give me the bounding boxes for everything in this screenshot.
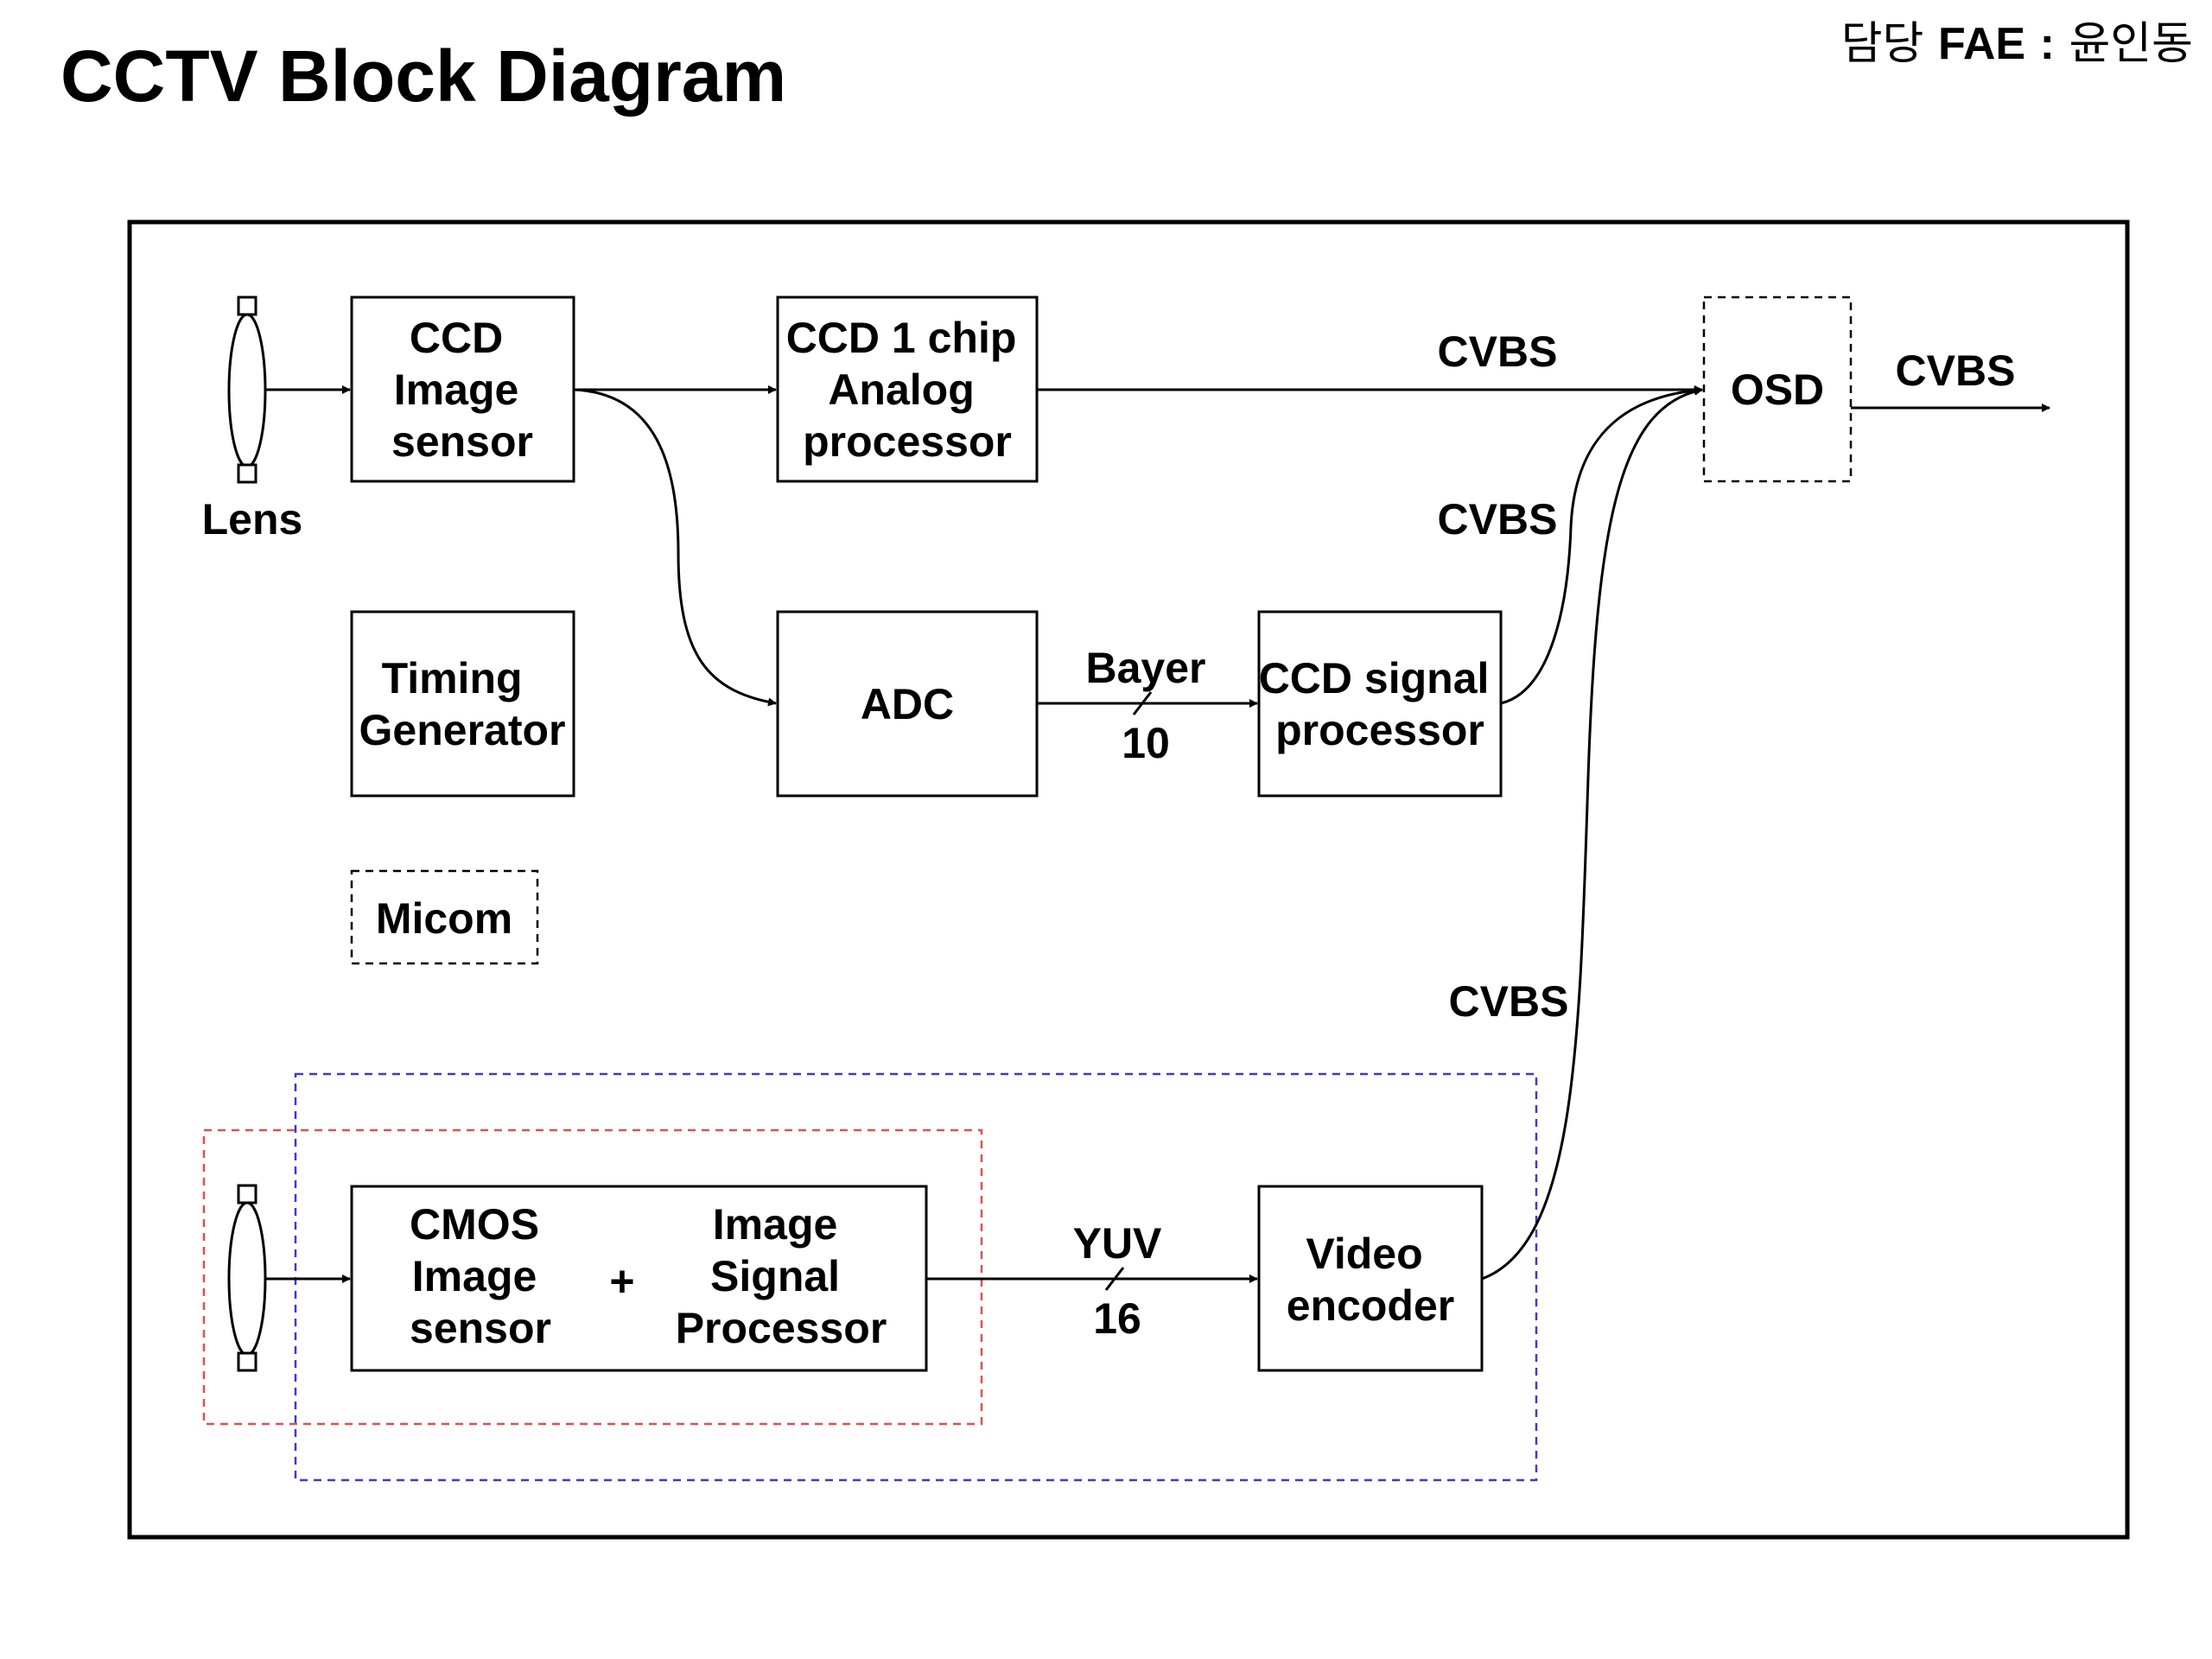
yuv-width-label: 16 [1093,1294,1141,1343]
cvbs-label-out: CVBS [1896,346,2016,395]
timing-line-2: Generator [359,706,566,754]
arrow-encoder-to-osd [1481,386,1703,1281]
lens-icon-bottom [227,1184,267,1372]
analog-line-1: CCD 1 chip [786,314,1017,362]
blue-group-box [294,1072,1538,1482]
timing-line-1: Timing [382,654,523,702]
ccd-sensor-line-3: sensor [391,417,533,466]
svg-text:Image Signal Proce: Image Signal Processor [676,1200,887,1352]
diagram-frame [127,219,2130,1540]
signal-line-1: CCD signal [1259,654,1490,702]
owner-separator: : [2039,19,2055,69]
adc-label: ADC [861,680,954,728]
ccd-sensor-line-1: CCD [410,314,503,362]
timing-generator-block: Timing Generator [350,610,575,798]
adc-block: ADC [776,610,1039,798]
bus-slash-yuv [1104,1267,1125,1291]
arrow-signal-to-osd [1500,385,1703,705]
svg-text:CCD Image sensor: CCD Image sensor [391,314,533,466]
micom-block: Micom [350,869,539,965]
owner-prefix: 담당 [1840,18,1924,70]
arrow-ccd-to-adc [573,388,777,707]
bayer-width-label: 10 [1122,719,1170,767]
cvbs-label-analog: CVBS [1438,327,1558,376]
encoder-line-1: Video [1306,1230,1422,1278]
micom-label: Micom [376,894,512,943]
plus-sign: + [609,1257,634,1306]
lens-icon-top [227,296,267,484]
ccd-signal-processor-block: CCD signal processor [1257,610,1503,798]
osd-label: OSD [1731,365,1824,414]
lens-label: Lens [202,495,303,543]
red-group-box [202,1128,983,1426]
svg-text:CCD 1 chip Analog: CCD 1 chip Analog processor [786,314,1029,466]
signal-line-2: processor [1275,706,1484,754]
cmos-line-2: Image [412,1252,537,1300]
page-title: CCTV Block Diagram [60,35,787,117]
bus-slash-bayer [1132,691,1153,715]
analog-line-3: processor [803,417,1012,466]
owner-label: 담당 FAE : 윤인동 [1841,7,2193,72]
cmos-line-1: CMOS [410,1200,539,1249]
owner-name: 윤인동 [2069,18,2193,70]
svg-text:CMOS Image sensor: CMOS Image sensor [410,1200,551,1352]
cvbs-label-encoder: CVBS [1449,977,1569,1026]
svg-text:CCD signal processor: CCD signal processor [1259,654,1502,754]
isp-line-1: Image [713,1200,838,1249]
isp-line-2: Signal [710,1252,840,1300]
bayer-label: Bayer [1086,644,1206,692]
yuv-label: YUV [1073,1219,1162,1268]
cmos-line-3: sensor [410,1304,551,1352]
ccd-image-sensor-block: CCD Image sensor [350,296,575,483]
svg-text:Timing Generator: Timing Generator [359,654,566,754]
cmos-isp-block: CMOS Image sensor + Image Signal Process… [350,1185,928,1372]
owner-role: FAE [1937,19,2026,69]
svg-text:Video encoder: Video encoder [1287,1230,1455,1330]
osd-block: OSD [1702,296,1853,483]
isp-line-3: Processor [676,1304,887,1352]
encoder-line-2: encoder [1287,1281,1455,1330]
analog-line-2: Analog [828,365,974,414]
ccd-sensor-line-2: Image [394,365,519,414]
video-encoder-block: Video encoder [1257,1185,1484,1372]
cvbs-label-signal: CVBS [1438,495,1558,543]
ccd-analog-processor-block: CCD 1 chip Analog processor [776,296,1039,483]
